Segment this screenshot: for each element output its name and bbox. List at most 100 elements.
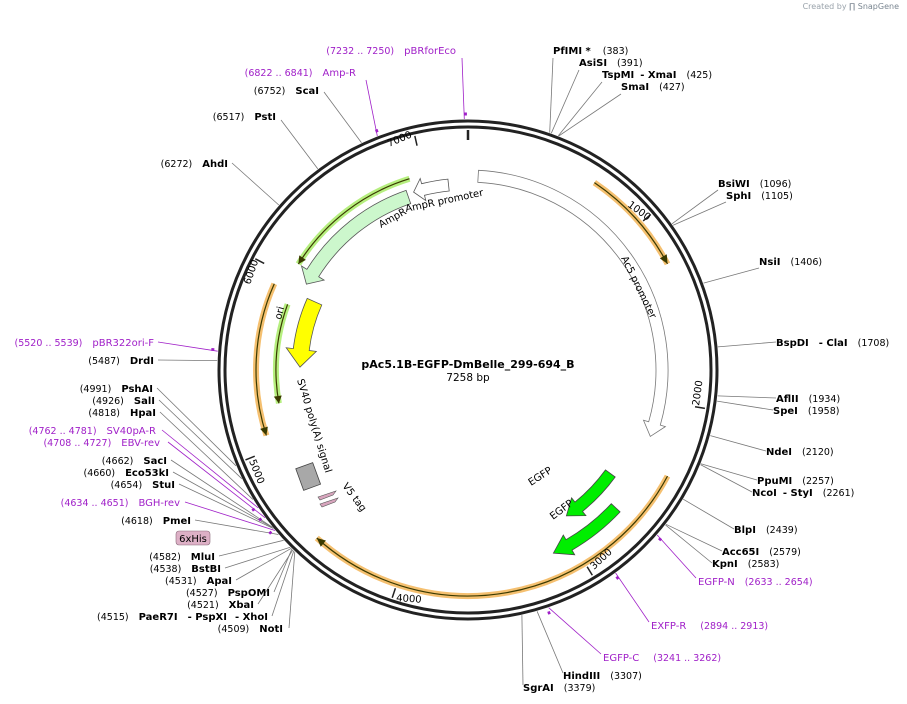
orf-left-orange-line (255, 283, 275, 436)
site-label[interactable]: (4660)Eco53kI (83, 468, 169, 479)
v5-arrow-1 (317, 490, 337, 501)
tick-mark (245, 455, 256, 461)
site-label[interactable]: (4926)SalI (92, 396, 155, 407)
ori-arrow (285, 297, 323, 368)
primer-leader (656, 534, 697, 579)
site-label[interactable]: (4527)PspOMI (186, 588, 270, 599)
tick-mark (254, 258, 265, 265)
primer-label[interactable]: EGFP-C(3241 .. 3262) (603, 653, 721, 664)
site-label[interactable]: KpnI(2583) (712, 559, 779, 570)
site-leader (672, 201, 727, 226)
site-leader (156, 387, 237, 467)
site-label[interactable]: NsiI(1406) (759, 257, 822, 268)
site-label[interactable]: TspMI- XmaI(425) (602, 70, 712, 81)
site-label[interactable]: NcoI- StyI(2261) (752, 488, 854, 499)
primer-label[interactable]: (4708 .. 4727)EBV-rev (43, 438, 160, 449)
plasmid-name: pAc5.1B-EGFP-DmBelle_299-694_B (361, 358, 574, 371)
site-label[interactable]: (4818)HpaI (88, 408, 156, 419)
site-label[interactable]: (4531)ApaI (165, 576, 232, 587)
site-leader (682, 498, 735, 530)
features-layer (253, 169, 671, 599)
feature-label-sv40[interactable]: SV40 poly(A) signal (294, 378, 333, 475)
feature-label-v5[interactable]: V5 tag (340, 481, 369, 514)
primer-label[interactable]: EXFP-R(2894 .. 2913) (651, 621, 768, 632)
site-leader (671, 189, 719, 225)
site-label[interactable]: (4582)MluI (149, 552, 215, 563)
site-label[interactable]: SgrAI(3379) (523, 683, 595, 694)
site-label[interactable]: SphI(1105) (726, 191, 793, 202)
site-label[interactable]: Acc65I(2579) (722, 547, 801, 558)
site-leader (717, 400, 774, 411)
site-label[interactable]: (4521)XbaI (187, 600, 254, 611)
site-leader (218, 539, 284, 557)
site-leader (157, 359, 218, 361)
site-label[interactable]: SmaI(427) (621, 82, 685, 93)
ticks-layer (245, 130, 706, 598)
primer-mark (658, 537, 663, 542)
site-label[interactable]: (4538)BstBI (150, 564, 221, 575)
site-label[interactable]: BspDI- ClaI(1708) (776, 338, 889, 349)
site-leader (521, 615, 524, 686)
primer-label[interactable]: (4634 .. 4651)BGH-rev (61, 498, 180, 509)
primer-label[interactable]: EGFP-N(2633 .. 2654) (698, 577, 813, 588)
site-label[interactable]: (4509)NotI (218, 624, 283, 635)
primer-label[interactable]: (7232 .. 7250)pBRforEco (326, 46, 456, 57)
orf-left-green-head (273, 395, 282, 404)
site-label[interactable]: (4618)PmeI (121, 516, 191, 527)
feature-labels: AmpR AmpR promoter Ac5 promoter ori SV40… (273, 187, 658, 522)
site-label[interactable]: SpeI(1958) (773, 406, 839, 417)
primer-label[interactable]: (4762 .. 4781)SV40pA-R (29, 426, 156, 437)
site-label[interactable]: NdeI(2120) (766, 447, 834, 458)
site-label[interactable]: (5487)DrdI (88, 356, 154, 367)
site-leader (271, 550, 295, 617)
site-label[interactable]: BsiWI(1096) (718, 179, 791, 190)
tick-mark (586, 566, 593, 576)
orf-ampr-line (297, 178, 410, 265)
primer-mark (258, 517, 263, 522)
primer-label[interactable]: (5520 .. 5539)pBR322ori-F (15, 338, 155, 349)
snapgene-credit: Created by ∏ SnapGene (803, 2, 899, 11)
site-label[interactable]: HindIII(3307) (563, 671, 642, 682)
site-leader (273, 548, 293, 593)
site-leader (665, 523, 723, 552)
backbone (217, 119, 719, 621)
site-label[interactable]: (4991)PshAI (80, 384, 153, 395)
site-label[interactable]: (6752)ScaI (254, 86, 319, 97)
primer-leader (548, 607, 602, 655)
site-label[interactable]: AflII(1934) (776, 394, 840, 405)
orf-his (314, 474, 671, 599)
his-tag[interactable]: 6xHis (175, 530, 211, 546)
site-label[interactable]: PfIMI *(383) (553, 46, 628, 57)
site-labels: PfIMI *(383) AsiSI(391) TspMI- XmaI(425)… (523, 46, 889, 694)
site-label[interactable]: (6272)AhdI (161, 159, 228, 170)
primer-leader (615, 572, 650, 623)
tick-mark (694, 406, 706, 410)
orf-ac5-band (592, 180, 671, 266)
feature-label-egfp-1[interactable]: EGFP (527, 465, 555, 488)
feature-label-ori[interactable]: ori (273, 305, 287, 320)
orf-left-orange-head (260, 426, 268, 436)
site-label[interactable]: (6517)PstI (213, 112, 276, 123)
orf-his-band (314, 474, 671, 599)
site-leader (172, 471, 273, 528)
site-label[interactable]: BlpI(2439) (734, 525, 798, 536)
primer-mark (615, 575, 620, 580)
ac5-promoter-arrow (477, 169, 669, 437)
site-leader (280, 119, 319, 170)
site-label[interactable]: (4662)SacI (102, 456, 167, 467)
site-label[interactable]: (4515)PaeR7I- PspXI- XhoI (97, 612, 268, 623)
primer-mark (374, 128, 379, 133)
primer-label[interactable]: (6822 .. 6841)Amp-R (245, 68, 356, 79)
site-label[interactable]: AsiSI(391) (579, 58, 643, 69)
ampr-arrow (300, 189, 412, 285)
site-label[interactable]: PpuMI(2257) (757, 476, 834, 487)
site-leader (194, 519, 279, 535)
site-leader (257, 549, 294, 605)
backbone-inner-strand (223, 125, 713, 615)
site-leader (231, 162, 280, 206)
ampr-promoter-arrow (413, 177, 450, 202)
leader-layer (156, 57, 777, 686)
credit-prefix: Created by (802, 2, 847, 11)
site-label[interactable]: (4654)StuI (111, 480, 175, 491)
